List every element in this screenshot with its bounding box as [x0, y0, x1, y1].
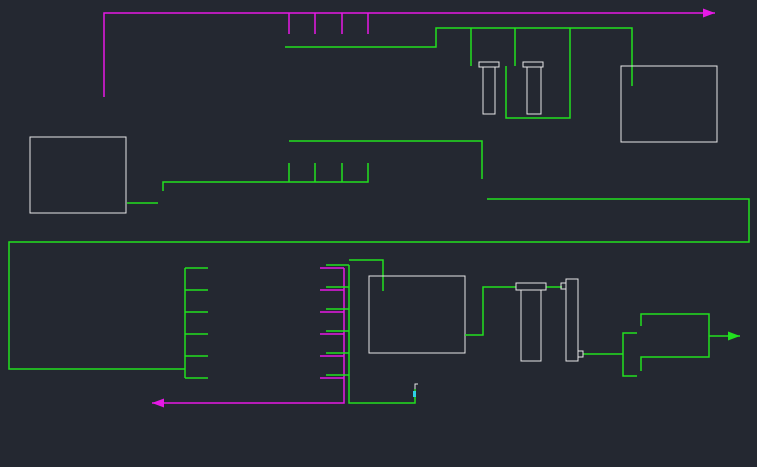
filter-housing-1-cap	[478, 61, 500, 68]
green-right-process-line	[465, 286, 740, 377]
filter-housing-1	[478, 61, 500, 115]
green-main-loop-pipe	[8, 198, 750, 370]
column-vessel	[560, 278, 584, 362]
tank-center	[368, 275, 466, 354]
filter-housing-2-body	[526, 66, 542, 115]
filter-housing-2	[522, 61, 544, 115]
green-filter-bypass-pipe	[505, 28, 571, 119]
green-middle-distribution-line	[127, 140, 483, 204]
filter-housing-3-body	[520, 289, 542, 362]
column-vessel-bottom-nozzle	[577, 350, 584, 358]
magenta-bottom-manifold	[152, 267, 345, 408]
filter-housing-3-cap	[515, 282, 547, 291]
green-bottom-manifold	[326, 259, 416, 404]
green-tank-center-outlet-pipe	[465, 286, 516, 336]
green-top-filter-line	[285, 27, 633, 119]
green-tank-center-inlet-pipe	[349, 259, 384, 291]
green-top-feed-pipe	[285, 27, 633, 86]
green-upper-return-pipe	[289, 140, 483, 179]
valve-marker-body	[413, 391, 416, 397]
tank-top-right	[620, 65, 718, 143]
filter-housing-2-cap	[522, 61, 544, 68]
green-split-lower-pipe	[640, 336, 710, 371]
green-split-left-pipe	[622, 332, 637, 377]
green-main-loop	[8, 198, 750, 379]
magenta-bottom-return-pipe	[152, 268, 345, 408]
green-split-upper-pipe	[640, 313, 710, 336]
magenta-top-header-pipe	[103, 8, 715, 97]
tank-left	[29, 136, 127, 214]
green-middle-header-pipe	[162, 163, 369, 191]
column-vessel-body	[565, 278, 579, 362]
green-bottom-manifold-pipe	[348, 265, 416, 404]
column-vessel-top-nozzle	[560, 282, 567, 290]
valve-marker-icon	[413, 383, 418, 397]
magenta-top-header-line	[103, 8, 715, 97]
filter-housing-1-body	[482, 66, 496, 115]
valve-marker-stem	[414, 383, 418, 389]
filter-housing-3	[515, 282, 547, 362]
